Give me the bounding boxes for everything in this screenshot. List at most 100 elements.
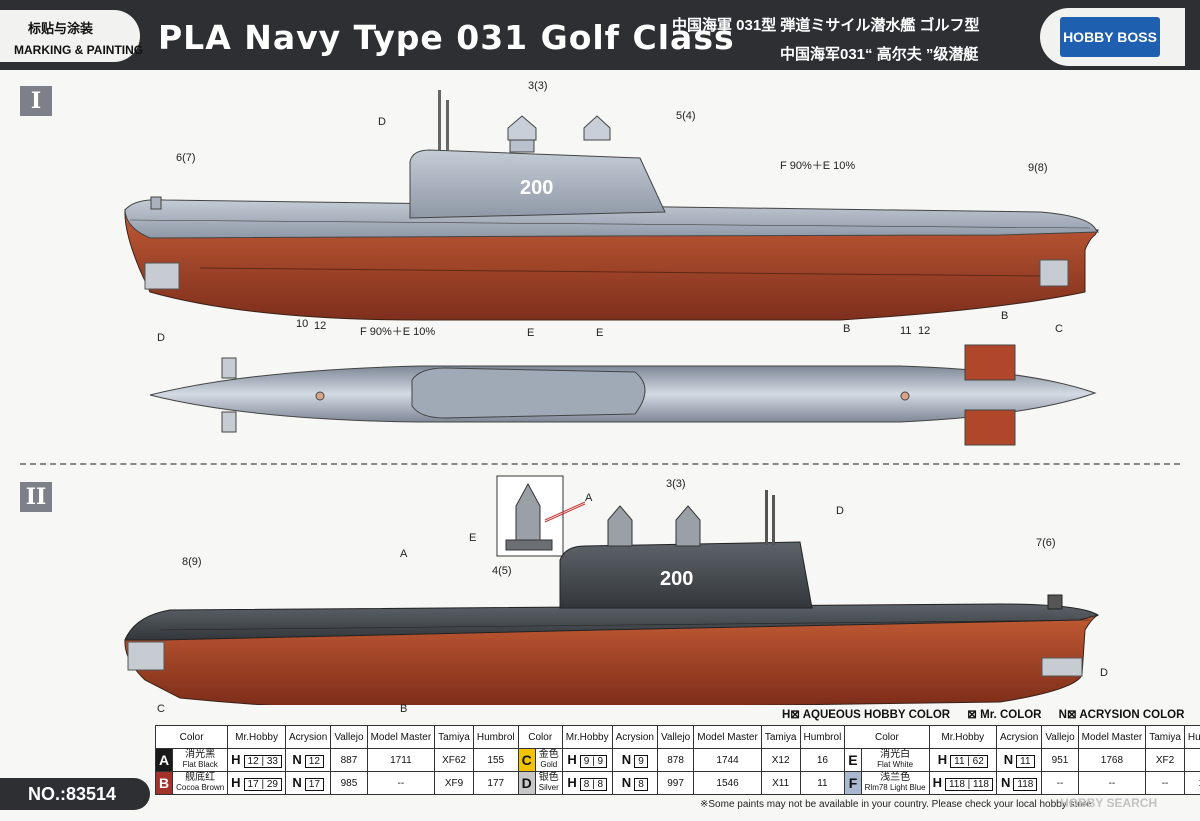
table-header-cell: Acrysion bbox=[995, 725, 1043, 749]
vallejo-code: 951 bbox=[1041, 748, 1079, 772]
tamiya-code: XF2 bbox=[1145, 748, 1185, 772]
acrysion-prefix: N bbox=[292, 775, 302, 790]
label-e-2: E bbox=[596, 327, 604, 339]
legend-mr: ⊠ Mr. COLOR bbox=[967, 709, 1042, 721]
tamiya-code: XF9 bbox=[434, 771, 474, 795]
color-key: F bbox=[844, 771, 862, 795]
table-header-cell: Model Master bbox=[1077, 725, 1147, 749]
top-view-submarine-1 bbox=[149, 344, 1097, 446]
acrysion-prefix: N bbox=[621, 775, 632, 790]
chinese-title: 中国海军031“ 高尔夫 ”级潜艇 bbox=[780, 46, 979, 63]
marking-label-cn: 标贴与涂装 bbox=[28, 21, 94, 36]
acrysion-prefix: N bbox=[292, 752, 302, 767]
vallejo-code: 997 bbox=[656, 771, 695, 795]
vallejo-code: -- bbox=[1041, 771, 1079, 795]
model-master-code: 1744 bbox=[693, 748, 762, 772]
hobby-code-box: 118 | 118 bbox=[944, 778, 993, 791]
scheme-2-badge: II bbox=[20, 482, 52, 512]
paint-legend: H⊠ AQUEOUS HOBBY COLOR ⊠ Mr. COLOR N⊠ AC… bbox=[782, 707, 1198, 721]
missile-detail-inset bbox=[496, 475, 586, 557]
color-name-en: Rlm78 Light Blue bbox=[864, 783, 926, 792]
table-header-cell: Color bbox=[844, 725, 930, 749]
label-11: 11 bbox=[900, 325, 912, 337]
header-bar: 标贴与涂装 MARKING & PAINTING PLA Navy Type 0… bbox=[0, 0, 1200, 70]
hull-number-1: 200 bbox=[520, 177, 554, 199]
table-header-cell: Vallejo bbox=[330, 725, 368, 749]
label-12b: 12 bbox=[918, 325, 931, 337]
table-header-cell: Humbrol bbox=[472, 725, 519, 749]
table-header-cell: Tamiya bbox=[760, 725, 801, 749]
brand-tab: HOBBY BOSS bbox=[1040, 8, 1185, 66]
hobby-code-box: 12 | 33 bbox=[243, 755, 282, 768]
humbrol-code: 34 bbox=[1183, 748, 1200, 772]
label-paint-mix-side: F 90%＋E 10% bbox=[780, 160, 856, 172]
label-5-4: 5(4) bbox=[676, 110, 696, 122]
color-name-cn: 浅兰色 bbox=[880, 772, 911, 783]
label-7-6: 7(6) bbox=[1036, 537, 1056, 549]
label-e-1: E bbox=[527, 327, 535, 339]
table-header-cell: Tamiya bbox=[1145, 725, 1185, 749]
vallejo-code: 985 bbox=[330, 771, 368, 795]
color-key: C bbox=[517, 748, 536, 772]
color-key: A bbox=[154, 748, 174, 772]
hobby-code-box: 8 | 8 bbox=[579, 778, 608, 791]
label-a: A bbox=[400, 548, 408, 560]
model-master-code: -- bbox=[1077, 771, 1147, 795]
label-3-3-b: 3(3) bbox=[666, 478, 686, 490]
hobby-code-box: 9 | 9 bbox=[579, 755, 608, 768]
hobby-prefix: H bbox=[937, 752, 948, 767]
label-d-bottom: D bbox=[157, 332, 165, 344]
hobby-prefix: H bbox=[567, 752, 577, 767]
table-header-cell: Color bbox=[154, 725, 229, 749]
label-c: C bbox=[157, 703, 165, 715]
brand-logo: HOBBY BOSS bbox=[1060, 17, 1160, 57]
table-header-cell: Humbrol bbox=[799, 725, 846, 749]
scheme-1-drawings bbox=[124, 90, 1100, 446]
label-b: B bbox=[400, 703, 408, 715]
acrysion-prefix: N bbox=[621, 752, 632, 767]
paint-footnote: ※Some paints may not be available in you… bbox=[700, 799, 1092, 810]
model-master-code: 1546 bbox=[693, 771, 762, 795]
label-c-side: C bbox=[1055, 323, 1063, 335]
japanese-title: 中国海軍 031型 弾道ミサイル潜水艦 ゴルフ型 bbox=[672, 17, 980, 34]
label-paint-mix-top: F 90%＋E 10% bbox=[360, 326, 436, 338]
vallejo-code: 878 bbox=[656, 748, 695, 772]
watermark: HOBBY SEARCH bbox=[1060, 796, 1158, 810]
acrysion-prefix: N bbox=[1001, 775, 1011, 790]
tamiya-code: XF62 bbox=[434, 748, 474, 772]
humbrol-code: 11 bbox=[799, 771, 846, 795]
label-6-7: 6(7) bbox=[176, 152, 196, 164]
label-12a: 12 bbox=[314, 320, 327, 332]
model-master-code: -- bbox=[366, 771, 436, 795]
humbrol-code: 177 bbox=[472, 771, 519, 795]
tamiya-code: -- bbox=[1145, 771, 1185, 795]
acrysion-code-box: 8 bbox=[634, 778, 648, 791]
acrysion-code-box: 11 bbox=[1016, 755, 1035, 768]
humbrol-code: 16 bbox=[799, 748, 846, 772]
acrysion-prefix: N bbox=[1003, 752, 1014, 767]
header-left-tab bbox=[0, 10, 140, 62]
acrysion-code-box: 17 bbox=[304, 778, 324, 791]
label-b-top: B bbox=[1001, 310, 1009, 322]
color-name-en: Flat White bbox=[877, 760, 914, 769]
vallejo-code: 887 bbox=[330, 748, 368, 772]
humbrol-code: 175 bbox=[1183, 771, 1200, 795]
hobby-code-box: 11 | 62 bbox=[950, 755, 988, 768]
